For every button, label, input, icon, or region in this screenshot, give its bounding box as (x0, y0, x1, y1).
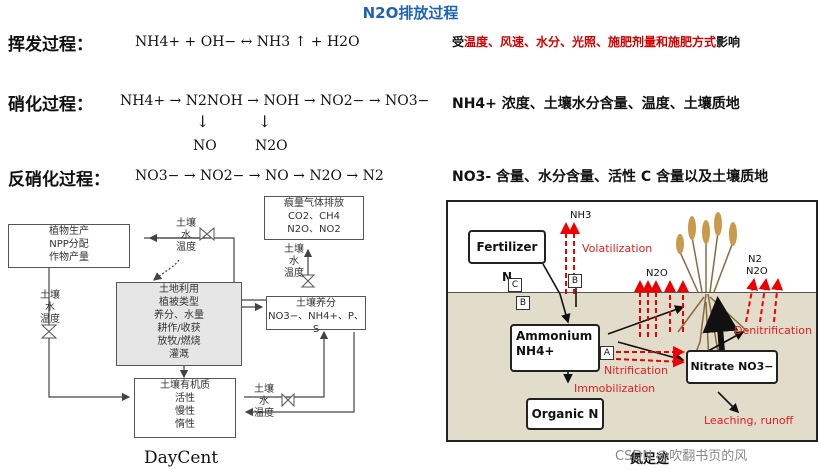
n2o-label-a: N2O (646, 268, 668, 279)
factor-soil: 土壤 (40, 290, 60, 301)
nitrification-equation: NH4+ → N2NOH → NOH → NO2− → NO3− (120, 93, 430, 109)
label-box-a: A (600, 346, 614, 360)
nitrification-process-label: 硝化过程： (8, 95, 93, 115)
nitrogen-footprint-caption: 氮足迹 (630, 452, 670, 467)
gas-line-2: CO2、CH4 (287, 211, 341, 222)
som-line-4: 惰性 (175, 419, 195, 430)
factors-suffix: 影响 (716, 35, 741, 49)
denitrification-equation: NO3− → NO2− → NO → N2O → N2 (135, 168, 384, 184)
factor-water: 水 (181, 230, 191, 241)
volatilization-label: Volatilization (582, 242, 653, 255)
factor-soil: 土壤 (176, 218, 196, 229)
nitrification-factors: NH4+ 浓度、土壤水分含量、温度、土壤质地 (452, 96, 740, 112)
leaching-label: Leaching, runoff (704, 414, 794, 427)
landuse-line-3: 养分、水量 (154, 310, 204, 321)
nh3-label: NH3 (570, 210, 592, 221)
plant-line-3: 作物产量 (49, 252, 89, 263)
denitrification-label: Denitrification (734, 324, 812, 337)
gas-line-3: N2O、NO2 (287, 224, 341, 235)
down-arrow-icon: ↓ (258, 112, 272, 131)
denitrification-process-label: 反硝化过程： (8, 170, 110, 190)
watermark: CSDN @吹翻书页的风 (615, 449, 748, 464)
volatilization-factors: 受温度、风速、水分、光照、施肥剂量和施肥方式影响 (452, 33, 740, 50)
soil-surface-line (448, 292, 816, 293)
plant-line-2: NPP分配 (49, 239, 89, 250)
factor-soil: 土壤 (284, 244, 304, 255)
down-arrow-icon: ↓ (196, 112, 210, 131)
immobilization-label: Immobilization (574, 382, 656, 395)
factor-water: 水 (45, 302, 55, 313)
factor-temp: 温度 (284, 268, 304, 279)
daycent-diagram: 植物生产 NPP分配 作物产量 痕量气体排放 CO2、CH4 N2O、NO2 土… (4, 192, 424, 470)
trace-gas-box: 痕量气体排放 CO2、CH4 N2O、NO2 (264, 196, 364, 240)
nitrogen-cycle-diagram: Fertilizer N Ammonium NH4+ Nitrate NO3− … (446, 200, 818, 442)
daycent-connectors (40, 226, 355, 417)
n2o-label-c: N2O (746, 266, 768, 277)
label-box-b-top: B (568, 274, 582, 288)
plant-line-1: 植物生产 (49, 226, 89, 237)
factor-soil: 土壤 (254, 384, 274, 395)
soil-nutrient-box: 土壤养分 NO3−、NH4+、P、S (266, 296, 366, 335)
ammonium-label: Ammonium (516, 329, 593, 343)
nitrification-sub-no: NO (193, 138, 217, 154)
denitrification-factors: NO3- 含量、水分含量、活性 C 含量以及土壤质地 (452, 169, 769, 185)
landuse-line-6: 灌溉 (169, 349, 189, 360)
som-line-3: 慢性 (175, 406, 195, 417)
factor-temp: 温度 (254, 408, 274, 419)
factors-prefix: 受 (452, 35, 465, 49)
plant-production-box: 植物生产 NPP分配 作物产量 (8, 224, 130, 268)
volatilization-process-label: 挥发过程： (8, 35, 93, 55)
land-use-box: 土地利用 植被类型 养分、水量 耕作/收获 放牧/燃烧 灌溉 (116, 282, 242, 366)
page-title: N2O排放过程 (362, 4, 459, 22)
ammonium-formula: NH4+ (516, 344, 555, 358)
factor-temp: 温度 (176, 242, 196, 253)
volatilization-equation: NH4+ + OH− ↔ NH3 ↑ + H2O (135, 34, 360, 50)
ammonium-box: Ammonium NH4+ (510, 324, 600, 372)
nitrate-box: Nitrate NO3− (686, 350, 778, 384)
n2-label: N2 (748, 254, 762, 265)
factor-water: 水 (289, 256, 299, 267)
factors-highlight: 温度、风速、水分、光照、施肥剂量和施肥方式 (464, 35, 717, 49)
nitrification-label: Nitrification (604, 364, 668, 377)
som-line-2: 活性 (175, 393, 195, 404)
factor-temp: 温度 (40, 314, 60, 325)
factor-label-som: 土壤 水 温度 (254, 384, 274, 420)
label-box-c: C (508, 278, 522, 292)
factor-label-plant: 土壤 水 温度 (176, 218, 196, 254)
som-line-1: 土壤有机质 (160, 380, 210, 391)
landuse-line-2: 植被类型 (159, 297, 199, 308)
daycent-caption: DayCent (144, 448, 219, 468)
gas-line-1: 痕量气体排放 (284, 198, 344, 209)
organic-n-box: Organic N (526, 398, 604, 430)
landuse-line-4: 耕作/收获 (157, 323, 201, 334)
nutrient-line-1: 土壤养分 (296, 298, 336, 309)
landuse-line-5: 放牧/燃烧 (157, 336, 201, 347)
soil-organic-matter-box: 土壤有机质 活性 慢性 惰性 (134, 378, 236, 438)
fertilizer-n-box: Fertilizer N (468, 230, 546, 284)
factor-label-left: 土壤 水 温度 (40, 290, 60, 326)
label-box-b: B (516, 296, 530, 310)
factor-water: 水 (259, 396, 269, 407)
factor-label-gas: 土壤 水 温度 (284, 244, 304, 280)
nitrification-sub-n2o: N2O (255, 138, 288, 154)
nutrient-line-2: NO3−、NH4+、P、S (268, 311, 364, 335)
landuse-line-1: 土地利用 (159, 284, 199, 295)
